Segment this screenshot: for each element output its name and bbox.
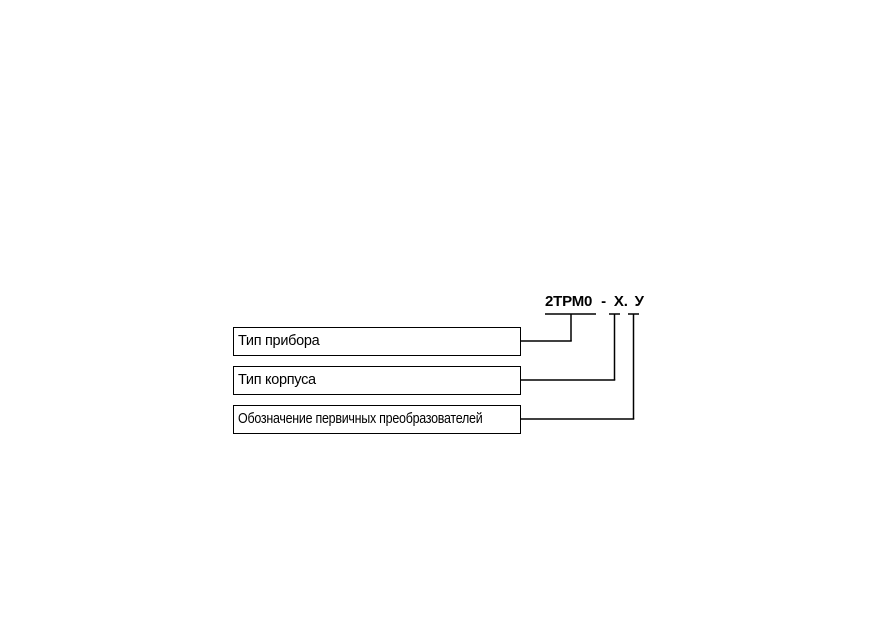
leader-case-type bbox=[521, 313, 620, 381]
designation-code: 2ТРМ0 - Х. У bbox=[545, 293, 644, 310]
box-device-type-label: Тип прибора bbox=[238, 333, 320, 349]
code-separator: - bbox=[601, 293, 606, 310]
param-x: Х. bbox=[613, 293, 628, 310]
box-case-type-label: Тип корпуса bbox=[238, 372, 316, 388]
leader-device-type bbox=[521, 313, 596, 342]
leader-sensor-designation bbox=[521, 313, 639, 420]
device-code: 2ТРМ0 bbox=[545, 293, 593, 310]
box-sensor-designation: Обозначение первичных преобразователей bbox=[233, 405, 521, 434]
box-device-type: Тип прибора bbox=[233, 327, 521, 356]
box-sensor-designation-label: Обозначение первичных преобразователей bbox=[238, 411, 483, 427]
param-y: У bbox=[634, 293, 644, 310]
box-case-type: Тип корпуса bbox=[233, 366, 521, 395]
